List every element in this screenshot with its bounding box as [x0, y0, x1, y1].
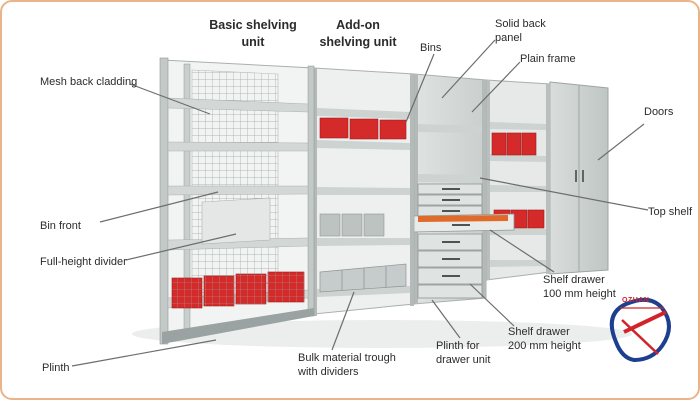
label-full-height-divider: Full-height divider [40, 256, 127, 268]
heading-add-on-shelving-unit: Add-on shelving unit [308, 17, 408, 51]
label-shelf-drawer-200-line-2: 200 mm height [508, 339, 581, 352]
door-cabinet [549, 81, 609, 275]
leader-solid-back-panel [441, 39, 496, 99]
label-plinth-for-drawer-unit-line-2: drawer unit [436, 353, 491, 366]
leader-top-shelf [479, 177, 649, 211]
ozhan-logo: OZHAN [609, 297, 671, 363]
label-plinth: Plinth [42, 362, 70, 374]
label-plain-frame: Plain frame [520, 53, 576, 65]
leader-bins [405, 53, 435, 123]
label-top-shelf: Top shelf [648, 206, 693, 218]
label-plinth-for-drawer-unit: Plinth for drawer unit [436, 340, 490, 368]
leader-bin-front [99, 191, 219, 223]
heading-basic-shelving-unit: Basic shelving unit [198, 17, 308, 51]
label-bin-front: Bin front [40, 220, 81, 232]
drawer-unit [411, 73, 515, 305]
heading-addon-line-1: Add-on [336, 18, 380, 32]
floor-shadow [132, 320, 632, 348]
label-bulk-trough-line-1: Bulk material trough [298, 352, 396, 364]
heading-basic-line-1: Basic shelving [209, 18, 297, 32]
plain-frame-unit [485, 79, 551, 281]
leader-doors [597, 123, 645, 161]
leader-plain-frame [471, 61, 521, 113]
leader-full-height-divider [125, 233, 237, 261]
leader-mesh-back-cladding [129, 83, 211, 115]
label-bulk-material-trough: Bulk material trough with dividers [298, 352, 396, 380]
heading-basic-line-2: unit [241, 34, 265, 49]
label-solid-back-panel-line-1: Solid back [495, 18, 546, 30]
add-on-shelving-unit [312, 67, 415, 316]
label-bins: Bins [420, 42, 442, 54]
label-doors: Doors [644, 106, 674, 118]
label-bulk-trough-line-2: with dividers [298, 365, 359, 378]
label-mesh-back-cladding: Mesh back cladding [40, 76, 138, 88]
label-shelf-drawer-100-line-2: 100 mm height [543, 287, 616, 300]
leader-plinth-for-drawer-unit [431, 299, 461, 339]
basic-shelving-unit [159, 57, 315, 345]
label-shelf-drawer-100-line-1: Shelf drawer [543, 274, 605, 286]
leader-shelf-drawer-200 [469, 283, 515, 327]
leader-lines [71, 39, 649, 367]
leader-bulk-trough [331, 291, 355, 351]
label-plinth-for-drawer-unit-line-1: Plinth for [436, 340, 480, 352]
logo-text: OZHAN [622, 297, 649, 304]
leader-plinth [71, 339, 217, 367]
heading-addon-line-2: shelving unit [319, 34, 397, 49]
label-solid-back-panel: Solid back panel [495, 18, 546, 46]
label-solid-back-panel-line-2: panel [495, 31, 522, 44]
label-shelf-drawer-200-line-1: Shelf drawer [508, 326, 570, 338]
label-shelf-drawer-100: Shelf drawer 100 mm height [543, 274, 616, 302]
leader-shelf-drawer-100 [489, 229, 555, 273]
label-shelf-drawer-200: Shelf drawer 200 mm height [508, 326, 581, 354]
